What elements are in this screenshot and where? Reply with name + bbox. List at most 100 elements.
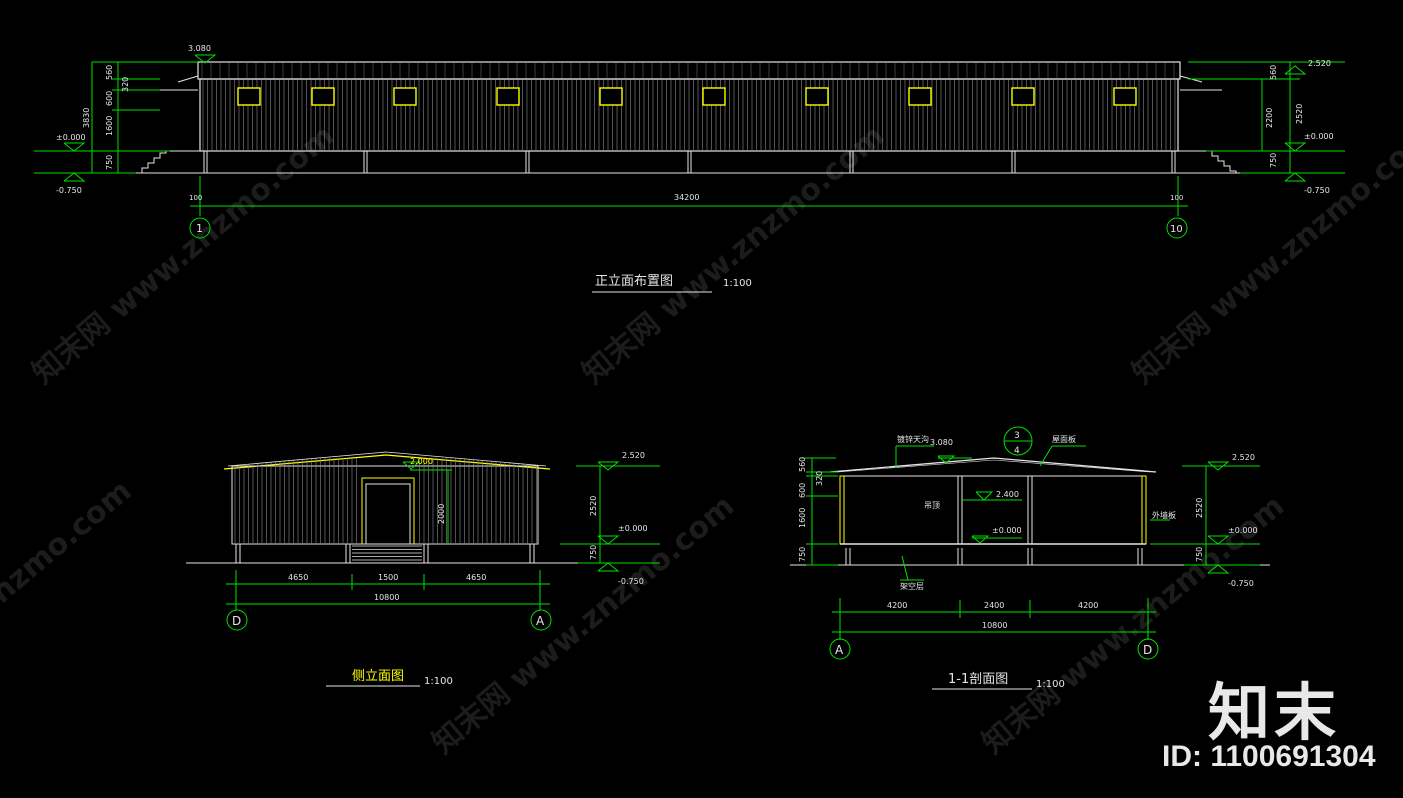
front-rdim-750: 750 [1269, 153, 1278, 168]
front-eave-left-slope [177, 75, 199, 83]
section-dim-750-left: 750 [798, 547, 807, 562]
front-window [311, 87, 335, 106]
side-dims-vertical [402, 461, 660, 572]
front-dims-right [1188, 61, 1345, 182]
section-level-top: 2.520 [1232, 453, 1255, 462]
section-label-ceiling: 吊顶 [924, 501, 940, 510]
section-dim-560: 560 [798, 457, 807, 472]
side-dim-2520: 2520 [589, 496, 598, 516]
front-level-top-left: 3.080 [188, 44, 211, 53]
section-wall-left [839, 475, 845, 545]
section-dims-horizontal [829, 598, 1159, 660]
front-dim-600: 600 [105, 91, 114, 106]
side-dims-horizontal [226, 570, 552, 631]
side-roof [223, 454, 551, 470]
front-dim-3830: 3830 [82, 108, 91, 128]
side-axis-a: A [536, 614, 545, 628]
front-window [805, 87, 829, 106]
section-roof-inner [837, 459, 1151, 473]
section-title: 1-1剖面图 [948, 672, 1008, 687]
side-door-frame [361, 477, 415, 545]
front-scale: 1:100 [723, 278, 752, 289]
section-level-low: -0.750 [1228, 579, 1254, 588]
section-dim-1600: 1600 [798, 508, 807, 528]
side-total-dim: 10800 [374, 593, 399, 602]
front-window [908, 87, 932, 106]
side-cladding [234, 458, 537, 543]
front-level-top-right: 2.520 [1308, 59, 1331, 68]
front-windows [237, 87, 1137, 106]
side-dim-4650-left: 4650 [288, 573, 308, 582]
section-label-roof: 屋面板 [1052, 434, 1076, 444]
side-dim-4650-right: 4650 [466, 573, 486, 582]
front-dim-750: 750 [105, 155, 114, 170]
front-window [1011, 87, 1035, 106]
front-axis-1: 1 [196, 222, 203, 235]
front-offset-left: 100 [189, 194, 202, 202]
side-dim-750: 750 [589, 545, 598, 560]
front-window [496, 87, 520, 106]
section-label-crawl: 架空层 [900, 581, 924, 591]
section-level-2400: 2.400 [996, 490, 1019, 499]
front-level-low-left: -0.750 [56, 186, 82, 195]
brand-logo: 知末 [1208, 676, 1341, 749]
front-axis-10: 10 [1170, 224, 1183, 235]
side-level-top: 2.520 [622, 451, 645, 460]
side-door-level: 2.000 [410, 457, 433, 466]
front-level-zero-right: ±0.000 [1304, 132, 1334, 141]
side-elevation: 2.520 ±0.000 -0.750 2.000 2520 750 2000 … [186, 451, 660, 687]
front-rdim-560: 560 [1269, 65, 1278, 80]
section-dims-left [800, 457, 838, 566]
front-window [237, 87, 261, 106]
front-level-zero-left: ±0.000 [56, 133, 86, 142]
section-piers [845, 548, 1143, 565]
section-inner-zero: ±0.000 [992, 526, 1022, 535]
front-title: 正立面布置图 [595, 274, 673, 289]
section-dim-2520: 2520 [1195, 498, 1204, 518]
front-dim-320: 320 [121, 77, 130, 92]
section-callout-top: 3 [1014, 431, 1020, 441]
section-dim-2400: 2400 [984, 601, 1004, 610]
front-elevation: 3.080 ±0.000 -0.750 560 320 600 1600 750… [34, 44, 1345, 293]
front-rdim-2520: 2520 [1295, 104, 1304, 124]
section-wall-right [1141, 475, 1147, 545]
front-steps-left [136, 150, 172, 174]
side-dim-1500: 1500 [378, 573, 398, 582]
side-scale: 1:100 [424, 676, 453, 687]
section-level-3080: 3.080 [930, 438, 953, 447]
front-window [1113, 87, 1137, 106]
side-steps [352, 545, 422, 561]
image-id: ID: 1100691304 [1162, 740, 1376, 773]
section-level-zero: ±0.000 [1228, 526, 1258, 535]
section-scale: 1:100 [1036, 679, 1065, 690]
side-title: 侧立面图 [352, 669, 404, 684]
front-roof-band [197, 61, 1181, 80]
front-window [702, 87, 726, 106]
front-dim-horizontal [189, 176, 1188, 239]
front-window [599, 87, 623, 106]
side-roof-inner [227, 451, 547, 467]
section-dim-750-right: 750 [1195, 547, 1204, 562]
section-1-1: 3 4 镀锌天沟 屋面板 3.080 吊顶 2.400 ±0.000 外墙板 架… [790, 426, 1270, 690]
section-dim-600: 600 [798, 483, 807, 498]
section-roof [829, 457, 1157, 473]
side-level-low: -0.750 [618, 577, 644, 586]
front-steps-right [1206, 150, 1240, 174]
front-roof-ribs [201, 63, 1175, 78]
side-axis-d: D [232, 614, 241, 628]
side-dim-2000: 2000 [437, 504, 446, 524]
front-level-low-right: -0.750 [1304, 186, 1330, 195]
section-dim-4200-right: 4200 [1078, 601, 1098, 610]
front-dim-1600: 1600 [105, 116, 114, 136]
section-callout-bottom: 4 [1014, 446, 1020, 456]
section-dims-right [1150, 461, 1260, 574]
front-piers [203, 151, 1176, 173]
section-label-gutter: 镀锌天沟 [897, 434, 929, 444]
front-window [393, 87, 417, 106]
section-label-wall: 外墙板 [1152, 510, 1176, 520]
section-dim-320: 320 [815, 471, 824, 486]
side-level-zero: ±0.000 [618, 524, 648, 533]
section-leaders [895, 445, 1170, 581]
front-total-dim: 34200 [674, 193, 699, 202]
